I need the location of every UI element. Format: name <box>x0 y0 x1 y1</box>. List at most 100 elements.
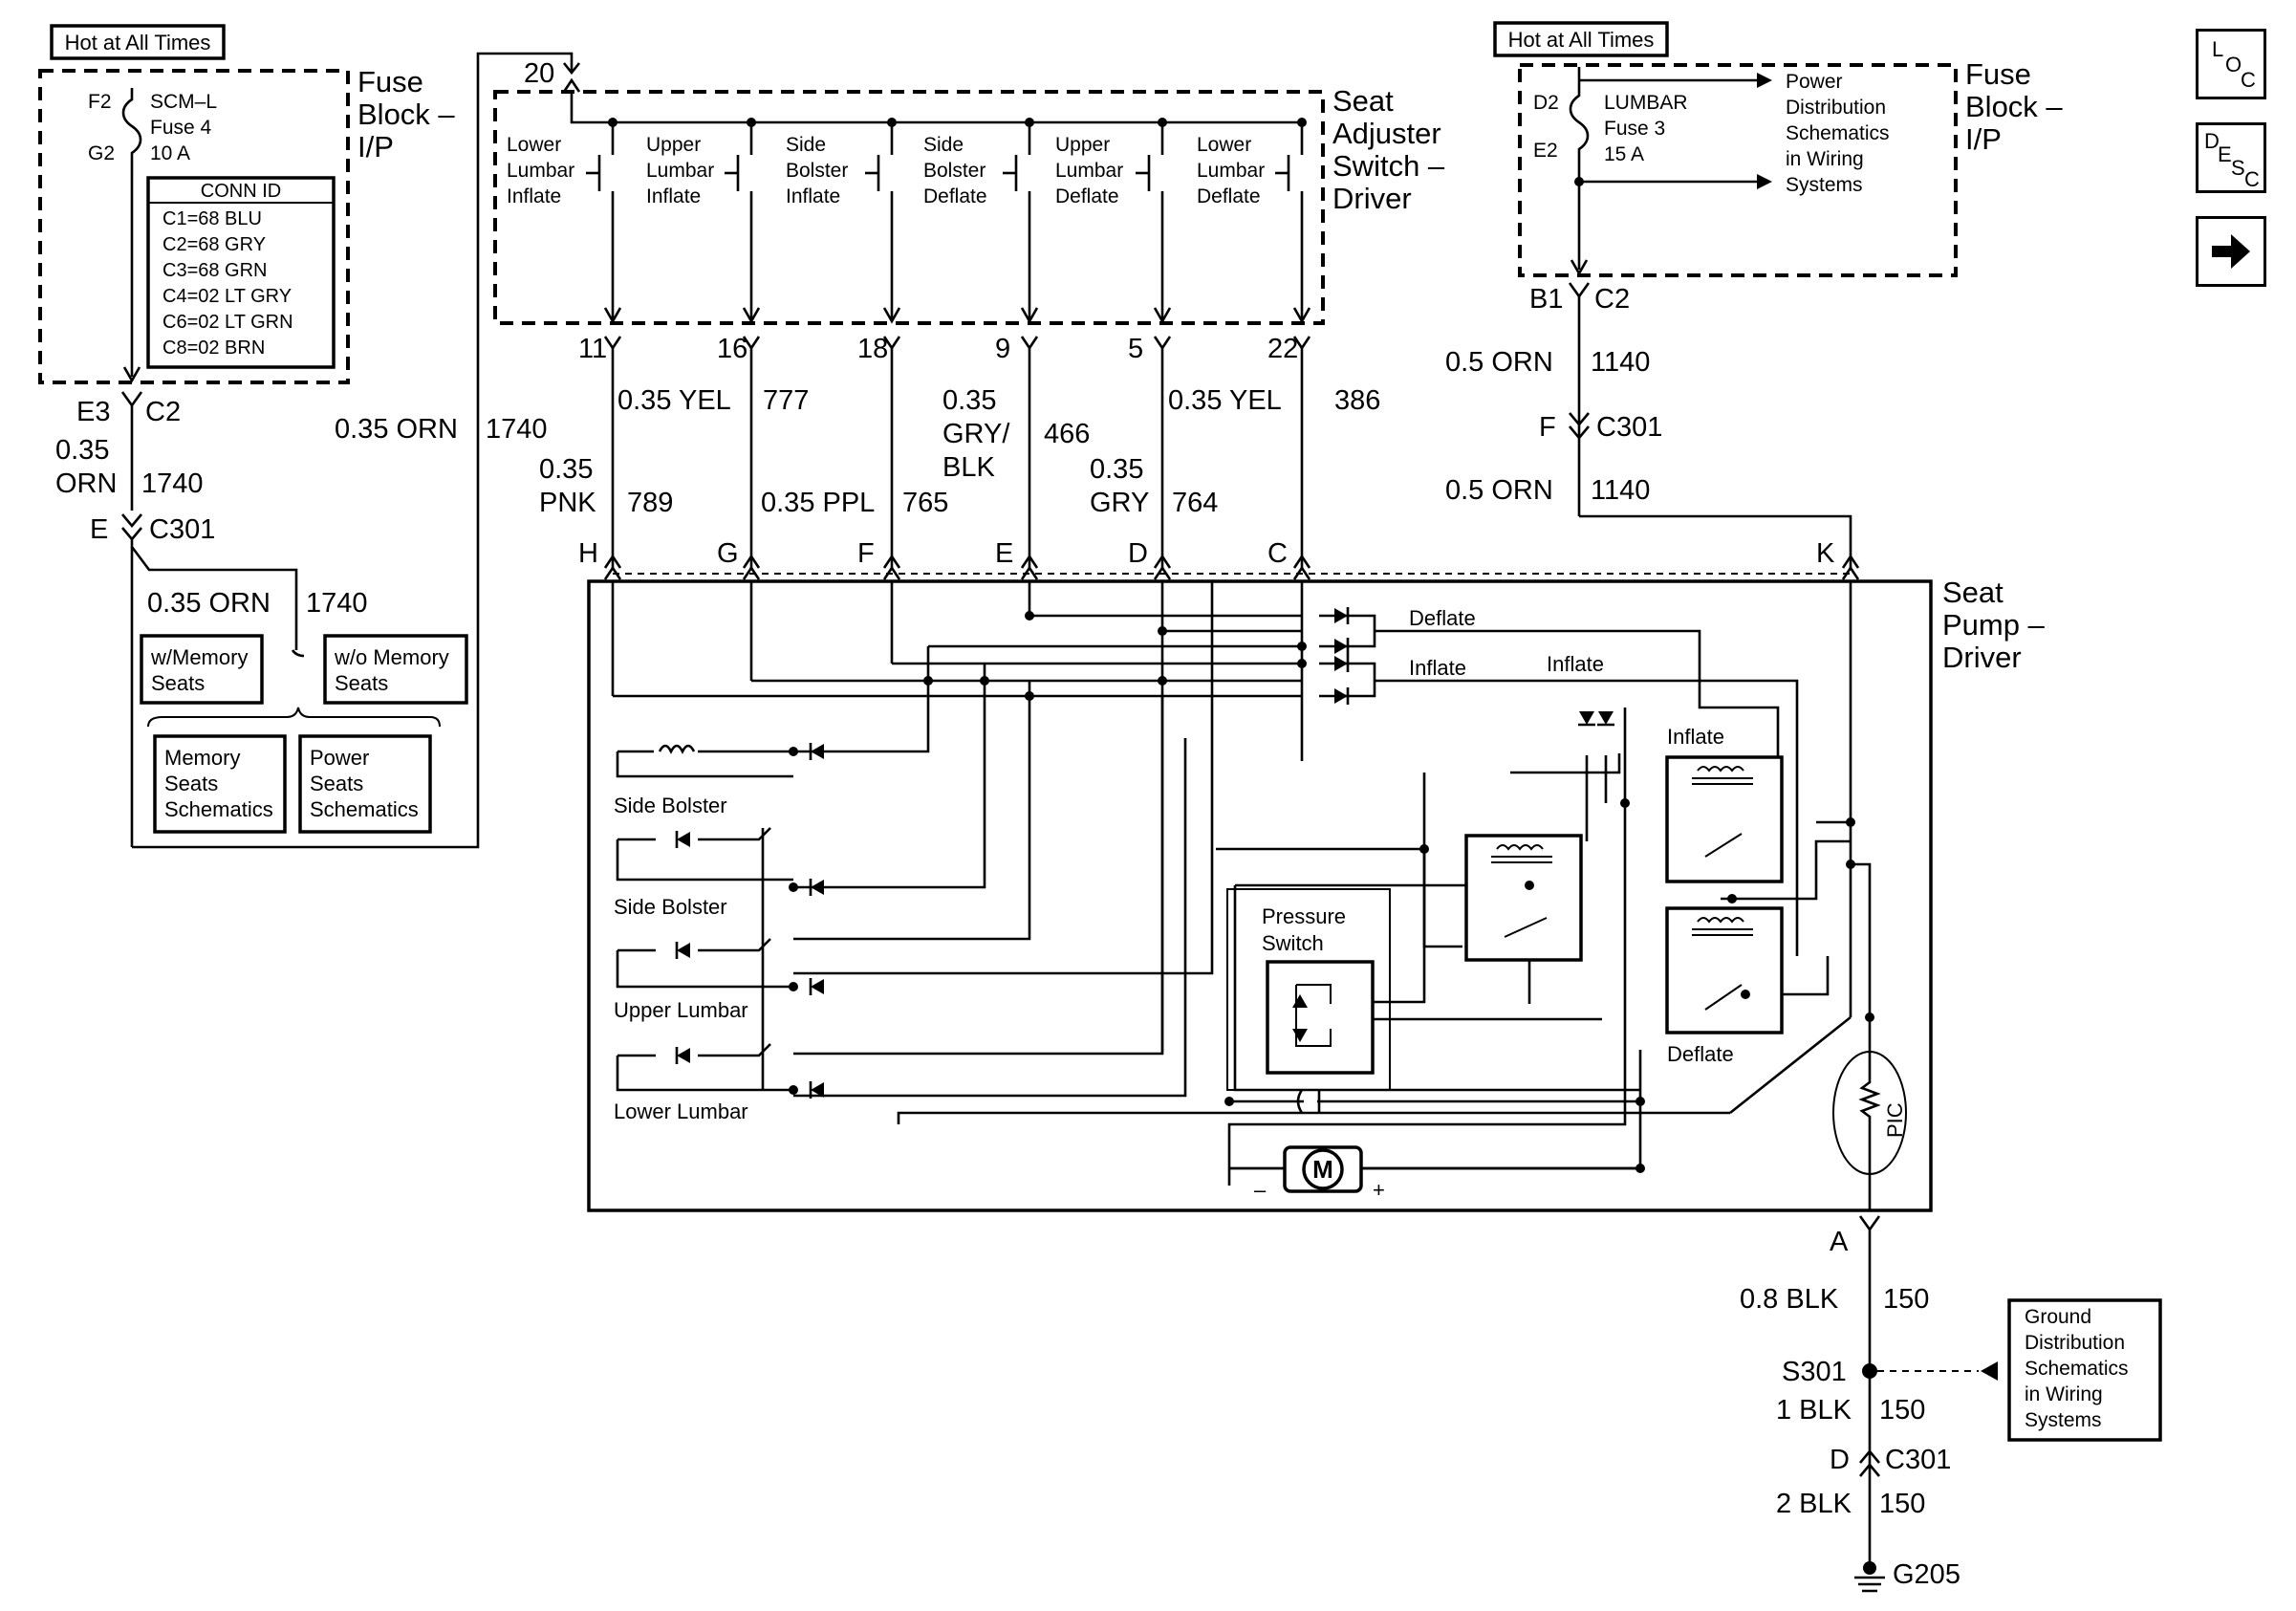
with-memory-label-1: w/Memory <box>150 645 248 669</box>
options-brace <box>147 707 441 728</box>
switch-name-3: Switch – <box>1332 149 1445 183</box>
without-memory-label-2: Seats <box>335 671 388 695</box>
splice-s301 <box>1862 1363 1877 1379</box>
switch-label-1-3: Inflate <box>507 185 561 207</box>
connector-c2-right: C2 <box>1594 284 1630 315</box>
hot-at-all-times-label-left <box>50 24 226 60</box>
splice-dot <box>1224 1097 1234 1106</box>
diode-icon <box>1598 711 1614 725</box>
connector-a: A <box>1830 1227 1849 1257</box>
splice-dot <box>789 982 798 991</box>
desc-letter-c: C <box>2244 167 2260 191</box>
wire-num-ground-3: 150 <box>1879 1489 1925 1519</box>
memory-schematics-1: Memory <box>164 746 240 770</box>
splice-s301-label: S301 <box>1782 1357 1847 1387</box>
wire-num-right-2: 1140 <box>1591 475 1650 506</box>
ground-icon <box>1854 1576 1885 1593</box>
conn-row-6: C8=02 BRN <box>162 337 265 359</box>
splice-dot <box>1525 881 1534 890</box>
switch-pin-9: 9 <box>995 334 1010 364</box>
wire-gauge-right-1: 0.5 ORN <box>1445 347 1553 378</box>
pressure-switch-label-2: Switch <box>1262 931 1324 955</box>
loc-letter-o: O <box>2225 53 2242 76</box>
coil-side-bolster-icon <box>658 744 696 754</box>
lumbar-fuse-text-1: LUMBAR <box>1604 92 1688 114</box>
with-memory-seats-box <box>140 634 264 705</box>
description-button[interactable]: D E S C <box>2196 122 2266 193</box>
conn-row-4: C4=02 LT GRY <box>162 286 292 307</box>
seat-adjuster-switch-outline <box>493 90 1325 325</box>
switch-contact <box>597 122 615 321</box>
lumbar-fuse-text-3: 15 A <box>1604 143 1644 165</box>
diode-icon <box>1334 639 1348 654</box>
switch-name-4: Driver <box>1332 182 1412 215</box>
ground-dist-1: Ground <box>2025 1306 2091 1328</box>
arrow-right-icon <box>2212 234 2250 269</box>
splice-dot <box>923 676 933 686</box>
switch-name-2: Adjuster <box>1332 117 1441 150</box>
with-memory-label-2: Seats <box>151 671 205 695</box>
location-button[interactable]: L O C <box>2196 29 2266 99</box>
fuse4-text-2: Fuse 4 <box>150 117 212 139</box>
wire-1740-feed <box>132 52 574 849</box>
diode-icon <box>811 979 824 994</box>
power-dist-3: Schematics <box>1786 122 1890 144</box>
wire-gauge-left-3: 0.35 ORN <box>335 414 458 445</box>
mid-wire-num-4: 466 <box>1044 419 1090 449</box>
memory-seats-schematics-box[interactable] <box>153 734 287 834</box>
diode-icon <box>1579 711 1594 725</box>
wire-gauge-ground-3: 2 BLK <box>1776 1489 1852 1519</box>
power-dist-1: Power <box>1786 71 1843 93</box>
without-memory-seats-box <box>323 634 468 705</box>
power-dist-2: Distribution <box>1786 97 1886 119</box>
fuse-block-right-outline <box>1518 63 1958 277</box>
switch-contact <box>736 122 753 321</box>
relay-deflate-label: Deflate <box>1667 1042 1734 1066</box>
pressure-switch-body <box>1266 960 1375 1075</box>
mid-wire-gauge-5-1: 0.35 <box>1090 454 1143 485</box>
next-page-button[interactable] <box>2196 216 2266 287</box>
relay-inflate <box>1665 755 1784 883</box>
splice-dot <box>789 1085 798 1095</box>
pic-thermistor-icon <box>1858 1017 1881 1210</box>
switch-label-1-2: Lumbar <box>507 160 574 182</box>
hot-at-all-times-label-right <box>1493 21 1669 57</box>
pump-name-2: Pump – <box>1942 608 2046 642</box>
pump-inflate-label-a: Inflate <box>1409 656 1466 680</box>
power-dist-4: in Wiring <box>1786 148 1864 170</box>
power-schematics-3: Schematics <box>310 797 419 821</box>
switch-label-6-1: Lower <box>1197 134 1251 156</box>
switch-name-1: Seat <box>1332 84 1394 118</box>
switch-label-2-3: Inflate <box>646 185 701 207</box>
wire-num-ground-2: 150 <box>1879 1395 1925 1426</box>
wire-num-left-3: 1740 <box>486 414 548 445</box>
seat-pump-driver-box <box>587 579 1933 1212</box>
splice-dot <box>1865 1012 1874 1022</box>
fuse4-text-1: SCM–L <box>150 91 217 113</box>
splice-dot <box>1158 676 1167 686</box>
wire-gauge-right-2: 0.5 ORN <box>1445 475 1553 506</box>
diode-icon <box>811 1082 824 1098</box>
splice-dot <box>1635 1097 1645 1106</box>
connector-e: E <box>90 514 108 545</box>
ground-dist-2: Distribution <box>2025 1332 2125 1354</box>
pressure-switch-label-1: Pressure <box>1262 904 1346 928</box>
diode-icon <box>811 880 824 895</box>
lumbar-fuse-text-2: Fuse 3 <box>1604 118 1665 140</box>
hot-label-left: Hot at All Times <box>65 31 211 54</box>
switch-label-3-2: Bolster <box>786 160 848 182</box>
mid-wire-gauge-1-1: 0.35 <box>539 454 593 485</box>
desc-letter-d: D <box>2204 129 2220 153</box>
side-bolster-label-2: Side Bolster <box>614 895 727 919</box>
conn-row-1: C1=68 BLU <box>162 208 262 229</box>
mid-wire-num-2: 777 <box>763 385 809 416</box>
wire-num-right-1: 1140 <box>1591 347 1650 378</box>
pump-pin-h: H <box>578 538 598 569</box>
ground-distribution-box[interactable] <box>2007 1298 2162 1442</box>
power-seats-schematics-box[interactable] <box>298 734 432 834</box>
switch-pin-20: 20 <box>524 58 554 89</box>
switch-label-3-1: Side <box>786 134 826 156</box>
switch-label-2-2: Lumbar <box>646 160 714 182</box>
ground-dist-3: Schematics <box>2025 1358 2129 1380</box>
wire-gauge-ground-1: 0.8 BLK <box>1740 1284 1839 1315</box>
